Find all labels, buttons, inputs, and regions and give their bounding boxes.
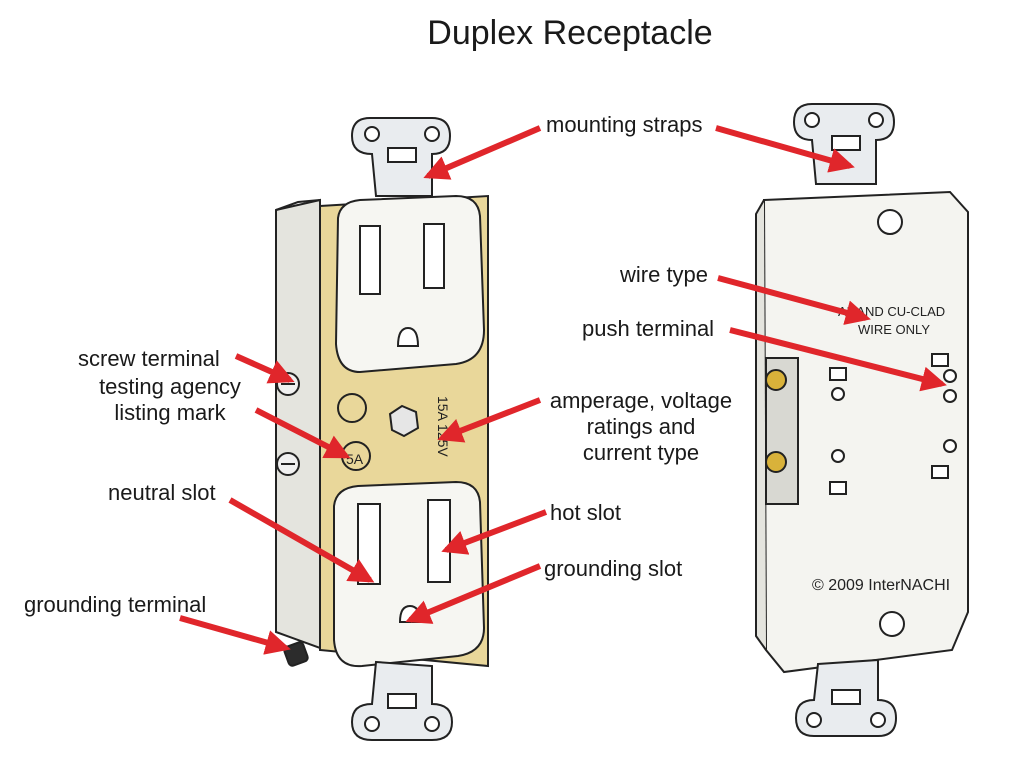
callout-arrows: [179, 125, 947, 655]
arrow-amperage: [437, 397, 542, 443]
label-hot-slot: hot slot: [550, 500, 621, 525]
grounding-screw: [283, 641, 309, 667]
label-screw-terminal: screw terminal: [78, 346, 220, 371]
top-mounting-strap: [350, 117, 452, 197]
label-amperage: amperage, voltage ratings and current ty…: [542, 388, 740, 466]
arrow-grounding-slot: [405, 563, 542, 624]
label-wire-type: wire type: [620, 262, 709, 287]
brass-screw-upper: [765, 369, 787, 391]
wire-note-line2: WIRE ONLY: [858, 322, 930, 337]
label-testing-agency-line2: listing mark: [114, 400, 226, 425]
brass-screw-lower: [765, 451, 787, 473]
back-body: [762, 190, 969, 674]
upper-ground-slot: [396, 326, 420, 347]
copyright-text: © 2009 InterNACHI: [812, 577, 950, 594]
label-push-terminal: push terminal: [582, 316, 715, 341]
label-amperage-line2: ratings and: [586, 414, 696, 439]
back-bottom-mounting-strap: [794, 658, 898, 737]
back-top-hole: [877, 209, 903, 235]
upper-hot-slot: [423, 223, 445, 289]
front-receptacle: [275, 117, 489, 741]
arrow-grounding-terminal: [179, 615, 291, 655]
arrow-listing-mark: [254, 407, 351, 459]
label-testing-agency: testing agency listing mark: [86, 374, 254, 426]
label-grounding-slot: grounding slot: [544, 556, 683, 581]
bottom-mounting-strap: [350, 660, 454, 741]
arrow-hot-slot: [441, 509, 548, 555]
label-testing-agency-line1: testing agency: [99, 374, 241, 399]
label-mounting-straps: mounting straps: [546, 112, 703, 137]
arrow-mounting-strap-back: [715, 125, 855, 173]
listing-mark-text: 5A: [346, 451, 364, 467]
label-neutral-slot: neutral slot: [108, 480, 216, 505]
lower-hot-slot: [427, 499, 451, 583]
back-receptacle: [755, 103, 969, 737]
arrow-push-terminal: [729, 327, 947, 392]
back-bottom-hole: [879, 611, 905, 637]
back-top-mounting-strap: [792, 103, 896, 185]
diagram-title: Duplex Receptacle: [427, 14, 713, 52]
label-grounding-terminal: grounding terminal: [24, 592, 207, 617]
rating-marking: 15A 125V: [435, 396, 451, 457]
label-amperage-line1: amperage, voltage: [549, 388, 733, 413]
arrow-wire-type: [717, 275, 871, 325]
label-amperage-line3: current type: [582, 440, 700, 465]
upper-neutral-slot: [359, 225, 381, 295]
arrow-mounting-strap-front: [423, 125, 542, 180]
arrow-neutral-slot: [228, 497, 375, 583]
center-screw: [388, 404, 420, 438]
arrow-screw-terminal: [234, 353, 295, 384]
